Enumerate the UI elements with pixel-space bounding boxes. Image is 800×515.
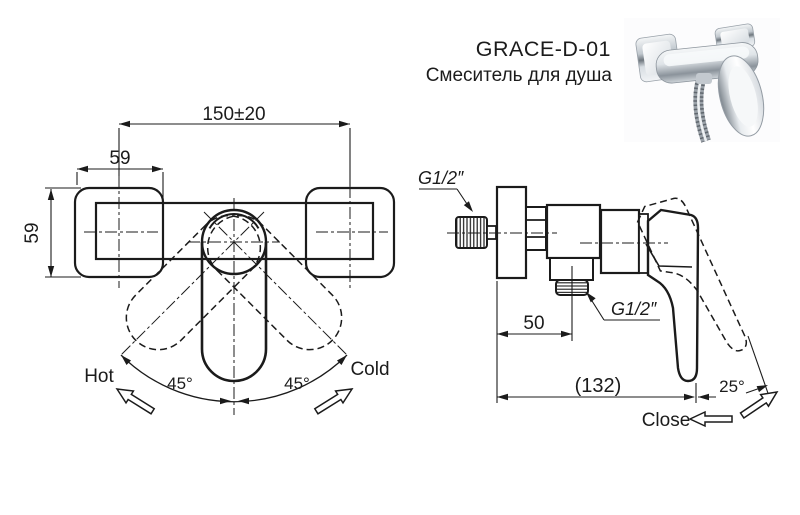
- handle-open-dashed: [636, 197, 748, 352]
- lever-handle-photo: [717, 55, 765, 137]
- dim-59-horizontal: [76, 168, 164, 203]
- cold-label: Cold: [350, 359, 389, 380]
- thread-inlet-label: G1/2″: [418, 168, 464, 188]
- hot-label: Hot: [84, 366, 114, 387]
- front-view-labels: 150±20 59 59 45° 45° Hot Cold: [22, 104, 390, 393]
- angle-left-label: 45°: [167, 374, 193, 393]
- centerlines-front: [84, 176, 388, 415]
- side-view-drawing: [419, 185, 782, 427]
- cold-direction-arrow-icon: [311, 382, 357, 418]
- dim-59-vertical: [45, 187, 81, 278]
- angle-arc-45: [120, 354, 348, 403]
- handle-closed-outline: [645, 208, 700, 383]
- close-label: Close: [642, 410, 691, 431]
- side-view-labels: G1/2″ G1/2″ 50 (132) 25° Close: [418, 168, 745, 431]
- centerlines-side: [447, 232, 668, 244]
- dim-mount-width-label: 59: [109, 148, 130, 169]
- dim-mount-height-label: 59: [22, 222, 43, 243]
- front-arrowheads: [47, 120, 350, 405]
- header: GRACE-D-01 Смеситель для душа: [426, 37, 613, 86]
- angle-open-label: 25°: [719, 377, 745, 396]
- valve-body: [545, 203, 602, 260]
- model-subtitle: Смеситель для душа: [426, 65, 613, 86]
- hex-nut: [525, 206, 547, 251]
- dim-150: [118, 123, 351, 186]
- model-title: GRACE-D-01: [476, 37, 611, 61]
- side-extension-lines: [419, 188, 771, 403]
- handle-right-45-dashed: [206, 214, 343, 351]
- thread-outlet-label: G1/2″: [611, 299, 657, 319]
- angle-right-label: 45°: [284, 374, 310, 393]
- handle-left-45-dashed: [125, 214, 262, 351]
- dim-span-label: 150±20: [202, 104, 265, 125]
- front-view-drawing: [45, 120, 396, 418]
- dim-132-label: (132): [575, 375, 622, 397]
- close-direction-arrow-icon: [689, 411, 733, 427]
- dim-50-label: 50: [523, 313, 544, 334]
- hose-connector: [696, 73, 712, 84]
- hot-direction-arrow-icon: [112, 382, 158, 418]
- product-photo: [624, 18, 780, 143]
- cartridge-housing: [599, 208, 641, 275]
